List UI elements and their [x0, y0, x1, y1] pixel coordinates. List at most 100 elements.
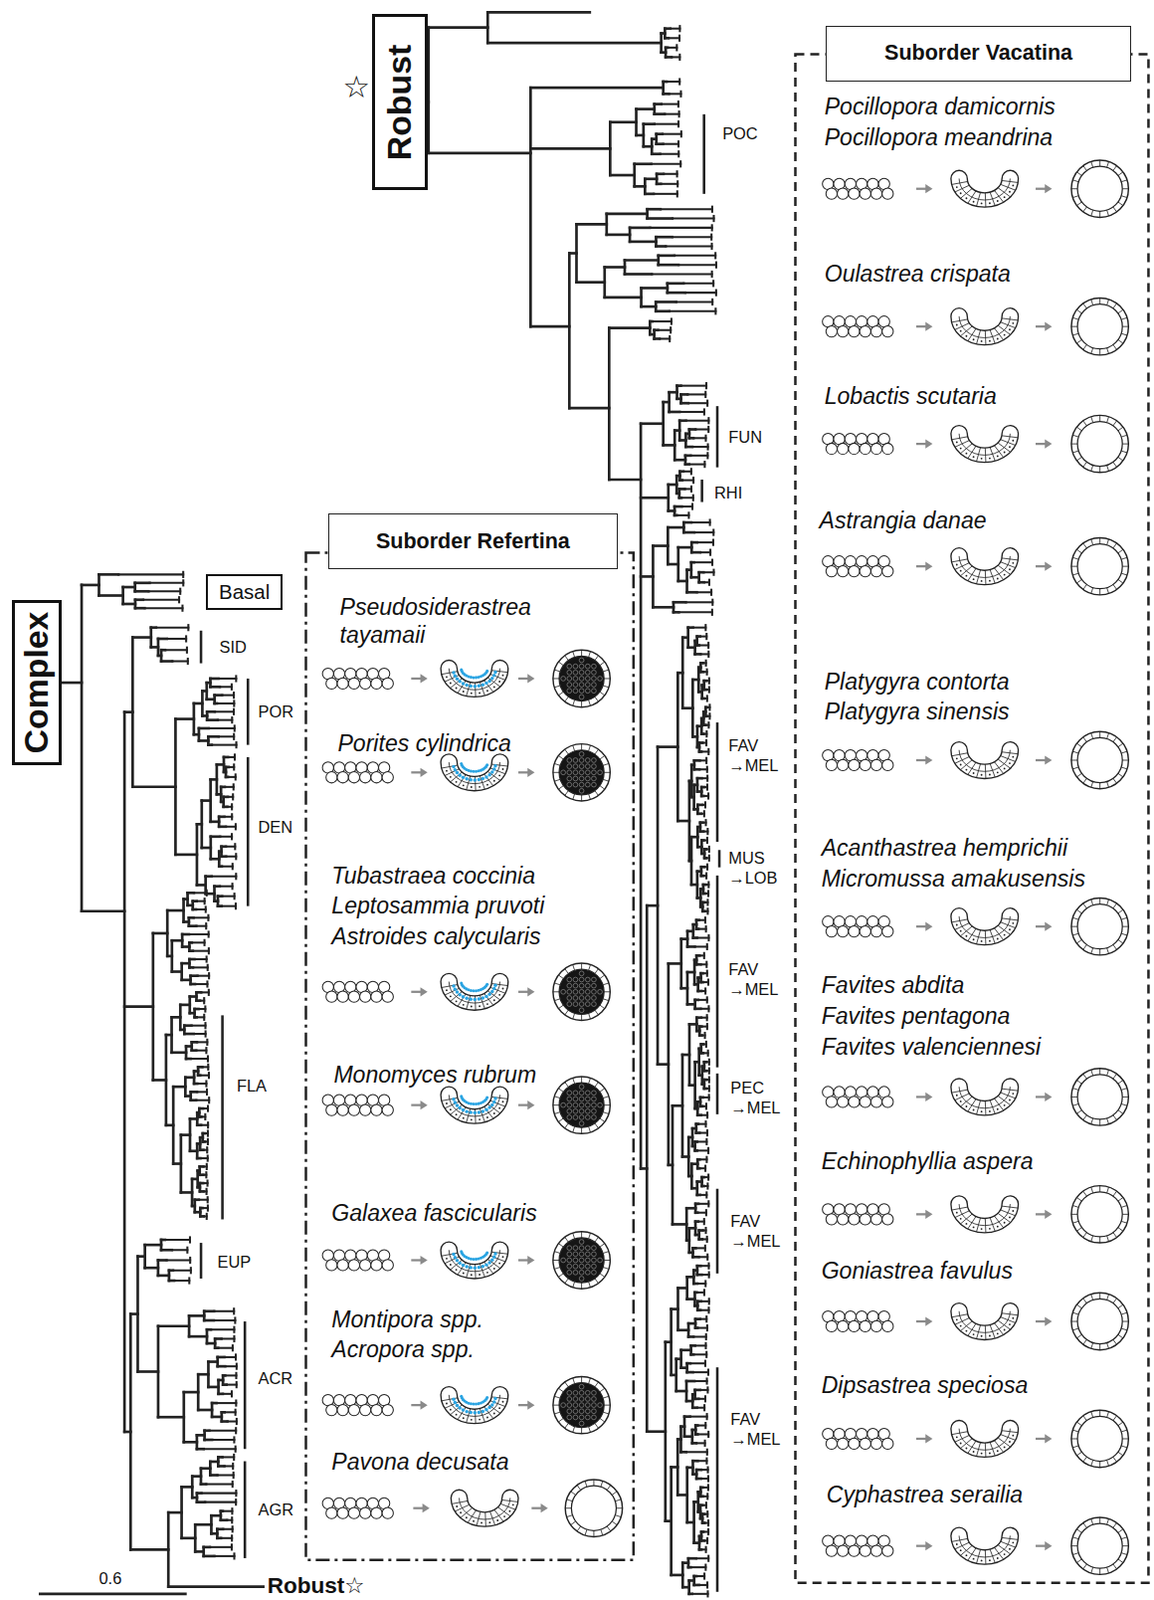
branch: [714, 252, 717, 258]
cell-wall: [487, 990, 501, 1000]
symbiont-dot: [453, 986, 457, 990]
nucleus: [502, 1255, 505, 1258]
branch: [678, 78, 681, 84]
branch: [132, 635, 151, 639]
branch: [205, 956, 208, 962]
branch: [682, 479, 694, 482]
branch: [230, 813, 233, 819]
symbiont-cell: [567, 1245, 573, 1251]
symbiont-cell: [591, 1108, 597, 1114]
symbiont-cell: [578, 682, 584, 688]
larva-icon: [553, 744, 610, 801]
branch: [677, 1286, 687, 1290]
branch: [204, 923, 207, 929]
branch: [704, 1564, 707, 1570]
cell: [360, 990, 372, 1002]
branch: [706, 996, 709, 1002]
branch: [706, 1413, 709, 1419]
branch: [712, 280, 715, 286]
arrow-shaft: [410, 677, 421, 680]
cell-wall: [479, 1108, 485, 1123]
branch: [222, 1528, 233, 1531]
branch: [677, 101, 680, 107]
symbiont-cell: [567, 1251, 573, 1257]
cell-wall: [594, 1123, 599, 1129]
clade-bar: [716, 405, 720, 468]
cell-wall: [580, 1127, 582, 1134]
branch: [677, 141, 680, 147]
branch: [193, 958, 206, 961]
branch: [98, 573, 118, 577]
cell: [326, 677, 338, 689]
branch: [172, 1050, 188, 1054]
branch: [677, 151, 680, 157]
branch: [706, 1254, 709, 1260]
cell-wall: [599, 785, 605, 790]
branch: [232, 1454, 235, 1460]
branch: [204, 1501, 236, 1504]
symbiont-dot: [468, 1265, 472, 1269]
branch: [189, 1335, 207, 1339]
cell-wall: [599, 974, 605, 979]
branch: [697, 541, 714, 544]
cell-wall: [580, 649, 582, 656]
cell-wall: [580, 1231, 582, 1238]
symbiont-dot: [493, 1096, 497, 1100]
symbiont-cell: [597, 676, 603, 682]
branch: [677, 121, 680, 127]
symbiont-cell: [567, 1108, 573, 1114]
branch: [705, 873, 708, 879]
branch: [659, 337, 670, 340]
symbiont-cell: [567, 1263, 573, 1269]
branch: [708, 1068, 711, 1074]
branch: [225, 855, 236, 858]
branch: [135, 580, 151, 584]
branch: [604, 265, 625, 269]
cell-wall: [553, 771, 560, 773]
branch: [226, 1420, 236, 1423]
branch: [692, 477, 695, 483]
cell-wall: [565, 1009, 570, 1015]
nucleus: [445, 1257, 448, 1260]
branch: [707, 1263, 710, 1269]
branch: [693, 436, 706, 439]
branch: [166, 1258, 191, 1261]
symbiont-cell: [567, 988, 573, 994]
branch: [681, 1347, 692, 1351]
branch: [647, 216, 673, 220]
branch: [666, 80, 680, 83]
symbiont-cell: [584, 775, 590, 781]
cell-wall: [594, 749, 599, 755]
branch: [646, 904, 658, 908]
branch: [195, 1049, 206, 1052]
symbiont-cell: [578, 775, 584, 781]
symbiont-dot: [473, 997, 477, 1001]
symbiont-cell: [578, 657, 584, 663]
branch: [189, 1257, 192, 1263]
nucleus: [478, 1273, 481, 1276]
branch: [569, 406, 609, 410]
cell-wall: [441, 765, 458, 769]
branch: [678, 111, 681, 117]
branch: [694, 561, 713, 564]
branch: [703, 1404, 706, 1410]
branch: [200, 1492, 236, 1495]
symbiont-dot: [490, 1258, 494, 1262]
branch: [704, 1280, 707, 1286]
branch: [659, 153, 679, 156]
branch: [529, 87, 533, 327]
branch: [677, 1328, 689, 1332]
symbiont-dot: [453, 768, 457, 771]
branch: [182, 579, 185, 585]
branch: [202, 1014, 205, 1020]
branch: [609, 120, 636, 124]
branch: [671, 1573, 684, 1577]
cell-wall: [487, 1104, 501, 1114]
cell-wall: [588, 745, 591, 752]
symbiont-cell: [578, 970, 584, 976]
branch: [216, 1473, 233, 1476]
branch: [207, 972, 210, 978]
branch: [143, 598, 180, 601]
nucleus: [498, 1107, 501, 1110]
branch: [646, 1429, 666, 1433]
